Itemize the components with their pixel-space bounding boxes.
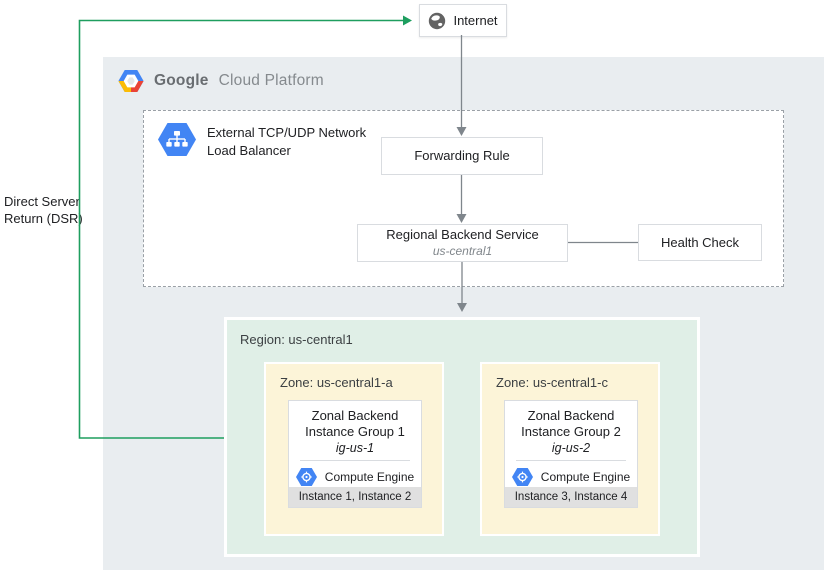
gcp-logo: Google Cloud Platform [118, 68, 324, 94]
compute-engine-row-2: Compute Engine [505, 468, 637, 486]
globe-icon [429, 12, 446, 29]
group-1-title-line1: Zonal Backend [311, 408, 399, 423]
backend-service-region-label: us-central1 [432, 244, 493, 258]
load-balancer-container: External TCP/UDP Network Load Balancer F… [143, 110, 784, 287]
zone-a-label: Zone: us-central1-a [280, 375, 393, 390]
instances-bar-2: Instance 3, Instance 4 [505, 487, 637, 507]
internet-label: Internet [453, 13, 498, 28]
load-balancer-title: External TCP/UDP Network Load Balancer [207, 123, 366, 159]
region-label: Region: us-central1 [240, 332, 353, 347]
compute-engine-icon [295, 468, 317, 486]
brand-cloud-platform: Cloud Platform [218, 72, 324, 89]
instances-bar-1: Instance 1, Instance 2 [289, 487, 421, 507]
zone-us-central1-c: Zone: us-central1-c Zonal Backend Instan… [480, 362, 660, 536]
group-1-title-line2: Instance Group 1 [305, 424, 405, 439]
zone-c-label: Zone: us-central1-c [496, 375, 608, 390]
divider [515, 460, 627, 461]
internet-node: Internet [419, 4, 507, 37]
brand-google: Google [154, 72, 209, 89]
dsr-label: Direct Server Return (DSR) [4, 194, 83, 226]
divider [299, 460, 411, 461]
group-2-title-line2: Instance Group 2 [521, 424, 621, 439]
health-check-node: Health Check [638, 224, 762, 261]
load-balancer-header: External TCP/UDP Network Load Balancer [158, 123, 366, 159]
compute-engine-label-2: Compute Engine [540, 470, 631, 484]
zone-us-central1-a: Zone: us-central1-a Zonal Backend Instan… [264, 362, 444, 536]
group-2-title-line1: Zonal Backend [527, 408, 615, 423]
instance-group-1-node: Zonal Backend Instance Group 1 ig-us-1 [288, 400, 422, 508]
backend-service-node: Regional Backend Service us-central1 [357, 224, 568, 262]
load-balancer-title-line1: External TCP/UDP Network [207, 125, 367, 140]
forwarding-rule-label: Forwarding Rule [414, 148, 510, 163]
compute-engine-icon [511, 468, 533, 486]
group-1-name: ig-us-1 [335, 441, 375, 455]
compute-engine-row-1: Compute Engine [289, 468, 421, 486]
network-load-balancer-icon [158, 123, 196, 156]
google-cloud-platform-icon [118, 70, 144, 92]
load-balancer-title-line2: Load Balancer [207, 142, 291, 158]
health-check-label: Health Check [660, 234, 740, 250]
backend-service-label: Regional Backend Service [386, 227, 539, 242]
compute-engine-label-1: Compute Engine [324, 470, 415, 484]
group-2-name: ig-us-2 [551, 441, 591, 455]
arrowhead-internet-dsr [403, 15, 412, 26]
forwarding-rule-node: Forwarding Rule [381, 137, 543, 175]
gcp-platform-container: Google Cloud Platform [103, 57, 824, 570]
region-container: Region: us-central1 Zone: us-central1-a … [224, 317, 700, 557]
instance-group-2-node: Zonal Backend Instance Group 2 ig-us-2 [504, 400, 638, 508]
